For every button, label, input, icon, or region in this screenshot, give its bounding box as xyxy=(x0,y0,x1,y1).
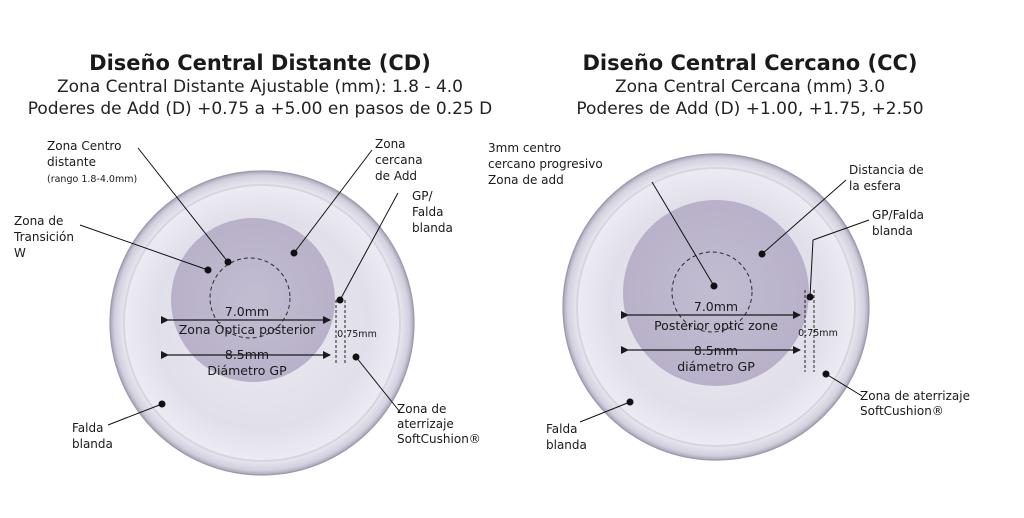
right-leader-gp-b xyxy=(809,239,814,298)
right-center-zone xyxy=(671,251,753,333)
right-leader-center xyxy=(651,181,715,287)
right-skirt-inner-ring xyxy=(576,167,856,447)
left-gp-skirt-label: GP/ Falda blanda xyxy=(412,189,453,235)
right-header: Diseño Central Cercano (CC) Zona Central… xyxy=(490,50,1010,120)
left-dim1-label: Zona Óptica posterior xyxy=(179,322,316,337)
left-center-zone-label: Zona Centro distante (rango 1.8-4.0mm) xyxy=(47,139,137,185)
right-dim1-value: 7.0mm xyxy=(694,299,738,314)
right-lens: 7.0mm Posterior optic zone 0.75mm 8.5mm … xyxy=(488,141,974,461)
left-lens: 7.0mm Zona Óptica posterior 0.75mm 8.5mm… xyxy=(13,137,481,476)
left-leader-skirt xyxy=(107,403,163,426)
left-skirt-inner-ring xyxy=(123,184,401,462)
left-dim2-label: Diámetro GP xyxy=(207,363,287,378)
right-leader-skirt xyxy=(579,401,631,423)
right-leader-distance xyxy=(761,179,847,255)
left-leader-gp xyxy=(339,192,399,301)
right-subtitle-2: Poderes de Add (D) +1.00, +1.75, +2.50 xyxy=(576,99,924,119)
left-subtitle-1: Zona Central Distante Ajustable (mm): 1.… xyxy=(57,77,463,97)
right-subtitle-1: Zona Central Cercana (mm) 3.0 xyxy=(614,77,886,97)
left-add-zone-label: Zona cercana de Add xyxy=(375,137,426,183)
right-dim-small: 0.75mm xyxy=(798,328,838,339)
right-dim2-label: diámetro GP xyxy=(677,359,755,374)
left-leader-center xyxy=(137,147,229,263)
right-center-zone-label: 3mm centro cercano progresivo Zona de ad… xyxy=(488,141,607,187)
left-dim-small: 0.75mm xyxy=(337,329,377,340)
right-distance-label: Distancia de la esfera xyxy=(849,163,927,193)
left-center-zone xyxy=(209,257,291,339)
right-dim2-value: 8.5mm xyxy=(694,343,738,358)
left-leader-transition xyxy=(79,224,209,271)
right-title: Diseño Central Cercano (CC) xyxy=(582,51,918,75)
left-header: Diseño Central Distante (CD) Zona Centra… xyxy=(0,50,520,120)
left-gp-zone xyxy=(171,218,335,382)
right-landing-label: Zona de aterrizaje SoftCushion® xyxy=(860,389,974,418)
right-gp-skirt-label: GP/Falda blanda xyxy=(872,208,928,238)
left-title: Diseño Central Distante (CD) xyxy=(89,51,431,75)
left-landing-label: Zona de aterrizaje SoftCushion® xyxy=(397,402,481,446)
right-leader-landing xyxy=(825,373,863,397)
left-leader-add xyxy=(293,149,373,254)
left-skirt-label: Falda blanda xyxy=(72,421,113,451)
left-dim2-value: 8.5mm xyxy=(225,347,269,362)
left-subtitle-2: Poderes de Add (D) +0.75 a +5.00 en paso… xyxy=(27,99,493,119)
left-transition-label: Zona de Transición W xyxy=(13,214,78,260)
left-leader-landing xyxy=(355,356,401,413)
right-dim1-label: Posterior optic zone xyxy=(654,318,778,333)
left-dim1-value: 7.0mm xyxy=(225,304,269,319)
right-skirt-label: Falda blanda xyxy=(546,422,587,452)
right-gp-zone xyxy=(623,200,809,386)
right-leader-gp-a xyxy=(812,219,870,241)
